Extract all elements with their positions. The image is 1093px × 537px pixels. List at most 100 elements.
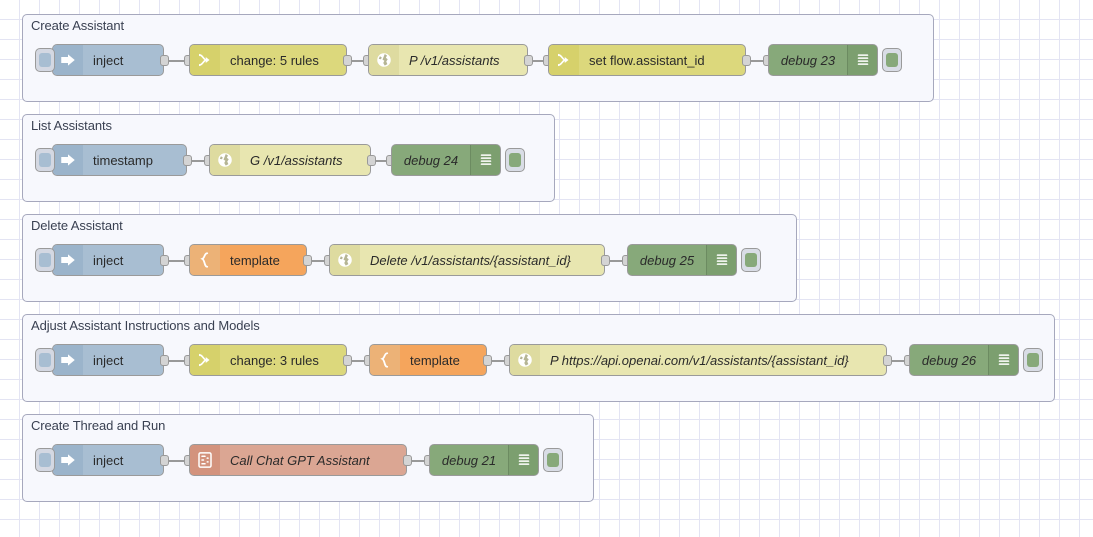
- connection-wire[interactable]: [192, 160, 204, 162]
- inject-trigger-button[interactable]: [35, 348, 55, 372]
- inject-arrow-icon: [53, 245, 83, 275]
- debug-toggle-button[interactable]: [1023, 348, 1043, 372]
- node-output-port[interactable]: [343, 355, 352, 366]
- subflow-icon: [190, 445, 220, 475]
- inject-arrow-icon: [53, 445, 83, 475]
- inject-trigger-button[interactable]: [35, 448, 55, 472]
- node-label: debug 23: [780, 52, 836, 68]
- inject-button-indicator: [39, 453, 51, 467]
- node-output-port[interactable]: [367, 155, 376, 166]
- node-http-3[interactable]: Delete /v1/assistants/{assistant_id}: [329, 244, 605, 276]
- debug-toggle-button[interactable]: [543, 448, 563, 472]
- node-label: change: 5 rules: [230, 52, 319, 68]
- connection-wire[interactable]: [492, 360, 504, 362]
- node-output-port[interactable]: [343, 55, 352, 66]
- node-output-port[interactable]: [160, 455, 169, 466]
- debug-button-indicator: [886, 53, 898, 67]
- node-debug-26[interactable]: debug 26: [909, 344, 1019, 376]
- globe-icon: [369, 45, 399, 75]
- node-inject-4[interactable]: inject: [52, 344, 164, 376]
- swap-arrows-icon: [190, 45, 220, 75]
- connection-wire[interactable]: [312, 260, 324, 262]
- inject-trigger-button[interactable]: [35, 48, 55, 72]
- node-http-2[interactable]: G /v1/assistants: [209, 144, 371, 176]
- brace-icon: [370, 345, 400, 375]
- node-http-1[interactable]: P /v1/assistants: [368, 44, 528, 76]
- swap-arrows-icon: [549, 45, 579, 75]
- debug-toggle-button[interactable]: [505, 148, 525, 172]
- connection-wire[interactable]: [169, 360, 184, 362]
- node-output-port[interactable]: [883, 355, 892, 366]
- node-change-1[interactable]: change: 5 rules: [189, 44, 347, 76]
- node-output-port[interactable]: [483, 355, 492, 366]
- node-label: debug 24: [403, 152, 459, 168]
- debug-button-indicator: [509, 153, 521, 167]
- node-label: debug 25: [639, 252, 695, 268]
- node-label: template: [230, 252, 280, 268]
- inject-trigger-button[interactable]: [35, 148, 55, 172]
- node-debug-25[interactable]: debug 25: [627, 244, 737, 276]
- node-inject-3[interactable]: inject: [52, 244, 164, 276]
- globe-icon: [330, 245, 360, 275]
- group-title: Create Assistant: [31, 18, 125, 33]
- node-label: debug 26: [921, 352, 977, 368]
- inject-trigger-button[interactable]: [35, 248, 55, 272]
- node-debug-23[interactable]: debug 23: [768, 44, 878, 76]
- group-title: Create Thread and Run: [31, 418, 166, 433]
- node-inject-1[interactable]: inject: [52, 44, 164, 76]
- globe-icon: [210, 145, 240, 175]
- inject-button-indicator: [39, 53, 51, 67]
- node-template-1[interactable]: template: [189, 244, 307, 276]
- node-label: inject: [93, 52, 124, 68]
- connection-wire[interactable]: [169, 60, 184, 62]
- node-output-port[interactable]: [524, 55, 533, 66]
- node-label: set flow.assistant_id: [589, 52, 705, 68]
- debug-toggle-button[interactable]: [741, 248, 761, 272]
- node-label: timestamp: [93, 152, 153, 168]
- node-label: inject: [93, 252, 124, 268]
- brace-icon: [190, 245, 220, 275]
- connection-wire[interactable]: [892, 360, 904, 362]
- node-output-port[interactable]: [742, 55, 751, 66]
- debug-toggle-button[interactable]: [882, 48, 902, 72]
- node-label: Delete /v1/assistants/{assistant_id}: [370, 252, 571, 268]
- node-output-port[interactable]: [303, 255, 312, 266]
- node-change-3[interactable]: change: 3 rules: [189, 344, 347, 376]
- node-debug-21[interactable]: debug 21: [429, 444, 539, 476]
- inject-arrow-icon: [53, 45, 83, 75]
- node-inject-5[interactable]: inject: [52, 444, 164, 476]
- node-label: change: 3 rules: [230, 352, 319, 368]
- inject-button-indicator: [39, 353, 51, 367]
- node-template-2[interactable]: template: [369, 344, 487, 376]
- group-title: List Assistants: [31, 118, 112, 133]
- node-label: G /v1/assistants: [250, 152, 343, 168]
- connection-wire[interactable]: [376, 160, 386, 162]
- connection-wire[interactable]: [352, 360, 364, 362]
- debug-lines-icon: [470, 145, 500, 175]
- connection-wire[interactable]: [533, 60, 543, 62]
- node-output-port[interactable]: [160, 255, 169, 266]
- connection-wire[interactable]: [352, 60, 363, 62]
- debug-button-indicator: [547, 453, 559, 467]
- node-output-port[interactable]: [403, 455, 412, 466]
- inject-button-indicator: [39, 153, 51, 167]
- node-change-2[interactable]: set flow.assistant_id: [548, 44, 746, 76]
- debug-lines-icon: [706, 245, 736, 275]
- node-label: template: [410, 352, 460, 368]
- connection-wire[interactable]: [169, 460, 184, 462]
- node-output-port[interactable]: [160, 355, 169, 366]
- inject-arrow-icon: [53, 145, 83, 175]
- node-subflow-1[interactable]: Call Chat GPT Assistant: [189, 444, 407, 476]
- node-inject-2[interactable]: timestamp: [52, 144, 187, 176]
- node-output-port[interactable]: [160, 55, 169, 66]
- node-http-4[interactable]: P https://api.openai.com/v1/assistants/{…: [509, 344, 887, 376]
- inject-button-indicator: [39, 253, 51, 267]
- node-debug-24[interactable]: debug 24: [391, 144, 501, 176]
- connection-wire[interactable]: [169, 260, 184, 262]
- connection-wire[interactable]: [610, 260, 622, 262]
- connection-wire[interactable]: [412, 460, 424, 462]
- connection-wire[interactable]: [751, 60, 763, 62]
- node-output-port[interactable]: [601, 255, 610, 266]
- node-output-port[interactable]: [183, 155, 192, 166]
